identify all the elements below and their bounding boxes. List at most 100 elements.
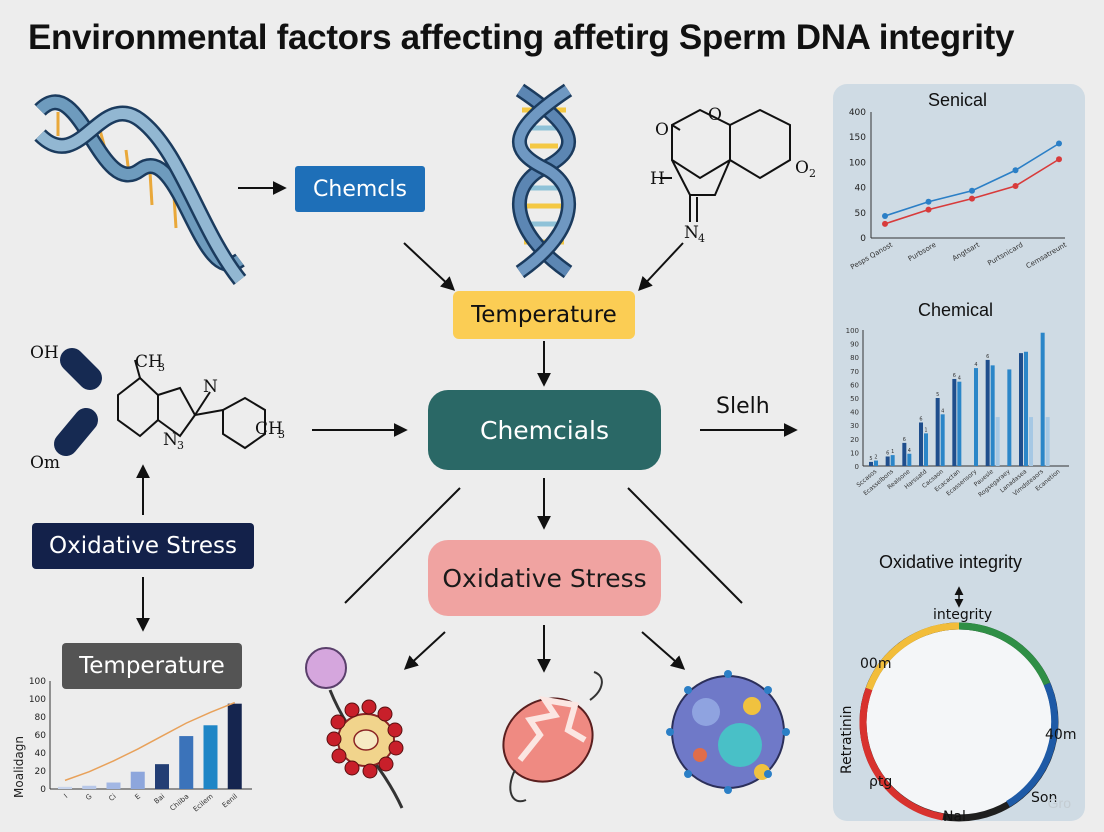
line-chart-x-tick: Cemsatreunt <box>1025 241 1068 271</box>
sperm-cell-icon <box>305 647 404 809</box>
page-title: Environmental factors affecting affetirg… <box>28 18 1015 57</box>
node-temperature-top: Temperature <box>453 291 635 339</box>
bar-chart-bar <box>995 417 1000 466</box>
ring-segment-green <box>958 622 1051 686</box>
bar-chart-bar <box>940 414 945 466</box>
bar-chart-data-label: 5 <box>869 456 872 462</box>
arrow-chemcls-to-temperature <box>403 242 456 291</box>
bar-chart-data-label: 6 <box>986 354 989 360</box>
line-chart-point <box>925 206 932 213</box>
line-chart-y-tick: 150 <box>849 133 866 143</box>
ring-segment-blue <box>1006 682 1059 808</box>
bl-chart-bar <box>227 703 242 789</box>
bl-chart-bar <box>82 785 97 789</box>
bar-chart-bar <box>957 381 962 466</box>
molecule-left-ch3-right: CH <box>255 419 283 439</box>
line-chart-x-tick: Purtsnicard <box>986 241 1024 268</box>
bl-chart-x-tick: E <box>133 792 142 801</box>
bar-chart-data-label: 4 <box>908 448 911 454</box>
node-oxidative-stress-left-label: Oxidative Stress <box>49 533 237 559</box>
chart-chemical-title: Chemical <box>918 300 994 320</box>
mitochondria-icon <box>502 671 603 803</box>
molecule-top-o-ring: O <box>708 105 722 125</box>
bar-chart-y-tick: 70 <box>850 368 859 376</box>
ring-diagram: integrity 00m 40m Son Nal ρtg Retratinin <box>839 586 1076 824</box>
bar-chart-data-label: 1 <box>891 449 894 455</box>
bar-chart-bar <box>974 368 978 466</box>
bl-chart-bar <box>203 725 218 789</box>
dna-helix-icon <box>34 94 247 285</box>
molecule-structure-left <box>117 359 266 450</box>
bar-chart-bar <box>902 442 907 466</box>
bar-chart-data-label: 4 <box>941 408 944 414</box>
node-chemcls-label: Chemcls <box>313 176 407 202</box>
node-temperature-left-label: Temperature <box>79 653 225 679</box>
molecule-top-n-sub: 4 <box>698 232 705 245</box>
bl-chart-y-tick: 100 <box>29 695 46 705</box>
bl-chart-y-tick: 100 <box>29 677 46 687</box>
bar-chart-bar <box>952 378 957 466</box>
bar-chart-y-tick: 40 <box>850 409 859 417</box>
ring-segment-yellow <box>865 622 960 691</box>
bar-chart-bar <box>1024 351 1028 466</box>
line-chart-point <box>882 212 888 219</box>
bar-chart-bar <box>990 365 995 466</box>
line-chart-x-tick: Angtsart <box>951 241 981 263</box>
bar-chart-data-label: 6 <box>919 416 922 422</box>
bl-chart-y-tick: 0 <box>40 785 46 795</box>
bl-chart-bar <box>106 782 121 789</box>
bl-chart-x-tick: G <box>84 792 93 802</box>
node-oxidative-stress-left: Oxidative Stress <box>32 523 254 569</box>
bar-chart-data-label: 6 <box>953 373 956 379</box>
molecule-left-n3-sub: 3 <box>177 439 184 452</box>
bar-chart-y-tick: 60 <box>850 381 859 389</box>
bl-chart-x-tick: Bai <box>153 792 167 805</box>
bar-chart-bar <box>885 456 890 466</box>
bar-chart-data-label: 4 <box>958 376 961 382</box>
line-chart-point <box>925 198 932 205</box>
bl-chart-bar <box>155 764 169 789</box>
line-chart-point <box>969 195 975 202</box>
molecule-left-ch3-right-sub: 3 <box>278 428 285 441</box>
line-chart-x-tick: Purbsore <box>907 241 938 263</box>
bar-chart-data-label: 2 <box>874 455 877 461</box>
bar-chart-bar <box>890 455 895 466</box>
line-chart-point <box>969 187 975 194</box>
arrow-ox-to-cell <box>641 631 686 670</box>
line-chart-y-tick: 0 <box>860 234 866 244</box>
molecule-left-ch3-top-sub: 3 <box>158 361 165 374</box>
bl-chart-bar <box>58 786 72 789</box>
bl-chart-x-tick: Ci <box>107 792 117 803</box>
bar-chart-bar <box>907 453 912 466</box>
ring-inner-label: integrity <box>933 607 992 623</box>
bl-chart-y-tick: 60 <box>35 731 47 741</box>
line-chart-series-line <box>884 142 1060 217</box>
line-chart-point <box>882 220 888 227</box>
molecule-top-o2-sub: 2 <box>809 167 816 180</box>
bar-chart-data-label: 5 <box>936 392 939 398</box>
molecule-top-h-label: H <box>650 169 665 189</box>
line-chart-y-tick: 400 <box>849 108 866 118</box>
molecule-left-om: Om <box>30 453 60 473</box>
molecule-left-n3: N <box>163 430 178 450</box>
node-chemcials-center: Chemcials <box>428 390 661 470</box>
bar-chart-bar <box>874 460 878 466</box>
virus-cell-icon <box>666 670 790 794</box>
bar-chart-y-tick: 20 <box>850 436 859 444</box>
node-temperature-left: Temperature <box>62 643 242 689</box>
dna-double-helix-icon <box>512 83 576 279</box>
bar-chart-bar <box>1045 417 1050 466</box>
line-chart-point <box>1012 167 1019 174</box>
line-chart-point <box>1056 140 1062 147</box>
line-chart-y-tick: 100 <box>849 158 866 168</box>
arrow-ox-to-sperm <box>403 631 446 670</box>
line-chart-y-tick: 50 <box>855 209 867 219</box>
bar-chart-y-tick: 90 <box>850 341 859 349</box>
pill-capsules-icon <box>54 348 102 456</box>
node-oxidative-stress-center: Oxidative Stress <box>428 540 661 616</box>
bar-chart-bar <box>1007 369 1012 466</box>
node-chemcials-center-label: Chemcials <box>479 415 610 445</box>
